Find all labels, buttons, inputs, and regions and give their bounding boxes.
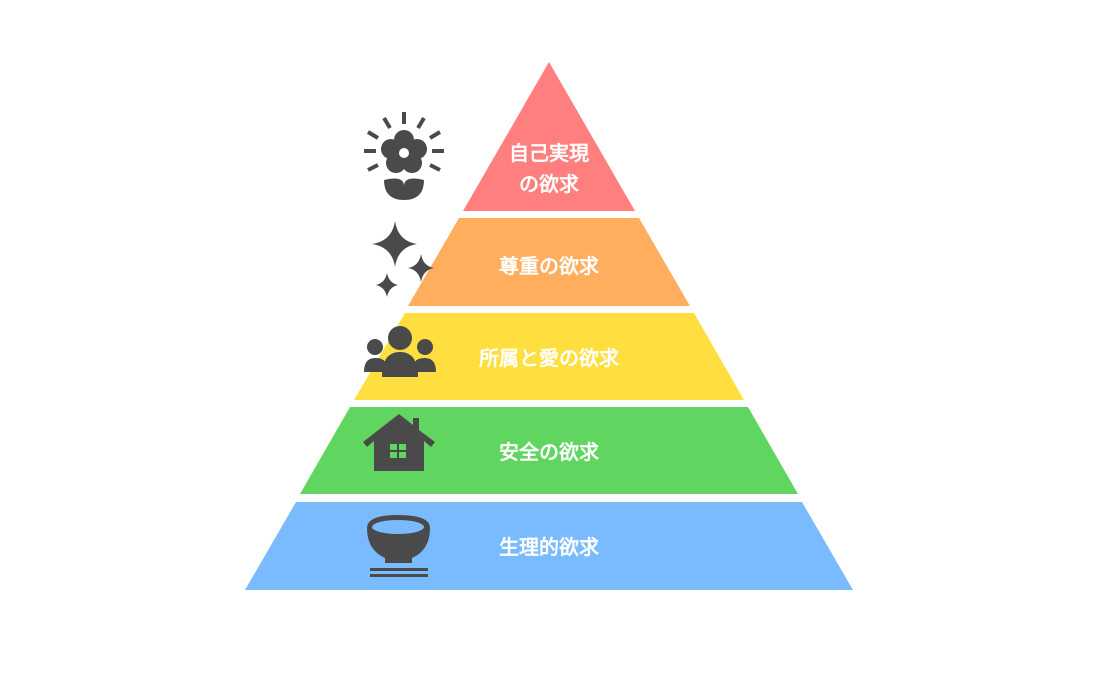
level-band	[300, 407, 798, 494]
house-icon	[363, 414, 435, 471]
level-label: 所属と愛の欲求	[479, 346, 620, 370]
people-icon	[364, 326, 436, 377]
level-self-actualization: 自己実現 の欲求	[463, 62, 635, 211]
level-label: 尊重の欲求	[499, 254, 600, 278]
bowl-icon	[367, 515, 430, 577]
level-esteem: 尊重の欲求	[408, 218, 690, 306]
level-band	[408, 218, 690, 306]
flower-icon	[364, 112, 444, 200]
level-label-line1: 自己実現	[509, 141, 589, 165]
level-label: 安全の欲求	[499, 440, 600, 464]
level-physiological: 生理的欲求	[245, 502, 853, 590]
level-belonging: 所属と愛の欲求	[354, 313, 744, 400]
level-label-line2: の欲求	[519, 172, 580, 196]
level-label: 生理的欲求	[499, 535, 600, 559]
level-safety: 安全の欲求	[300, 407, 798, 494]
level-band	[463, 62, 635, 211]
sparkle-icon	[372, 221, 434, 297]
level-band	[354, 313, 744, 400]
